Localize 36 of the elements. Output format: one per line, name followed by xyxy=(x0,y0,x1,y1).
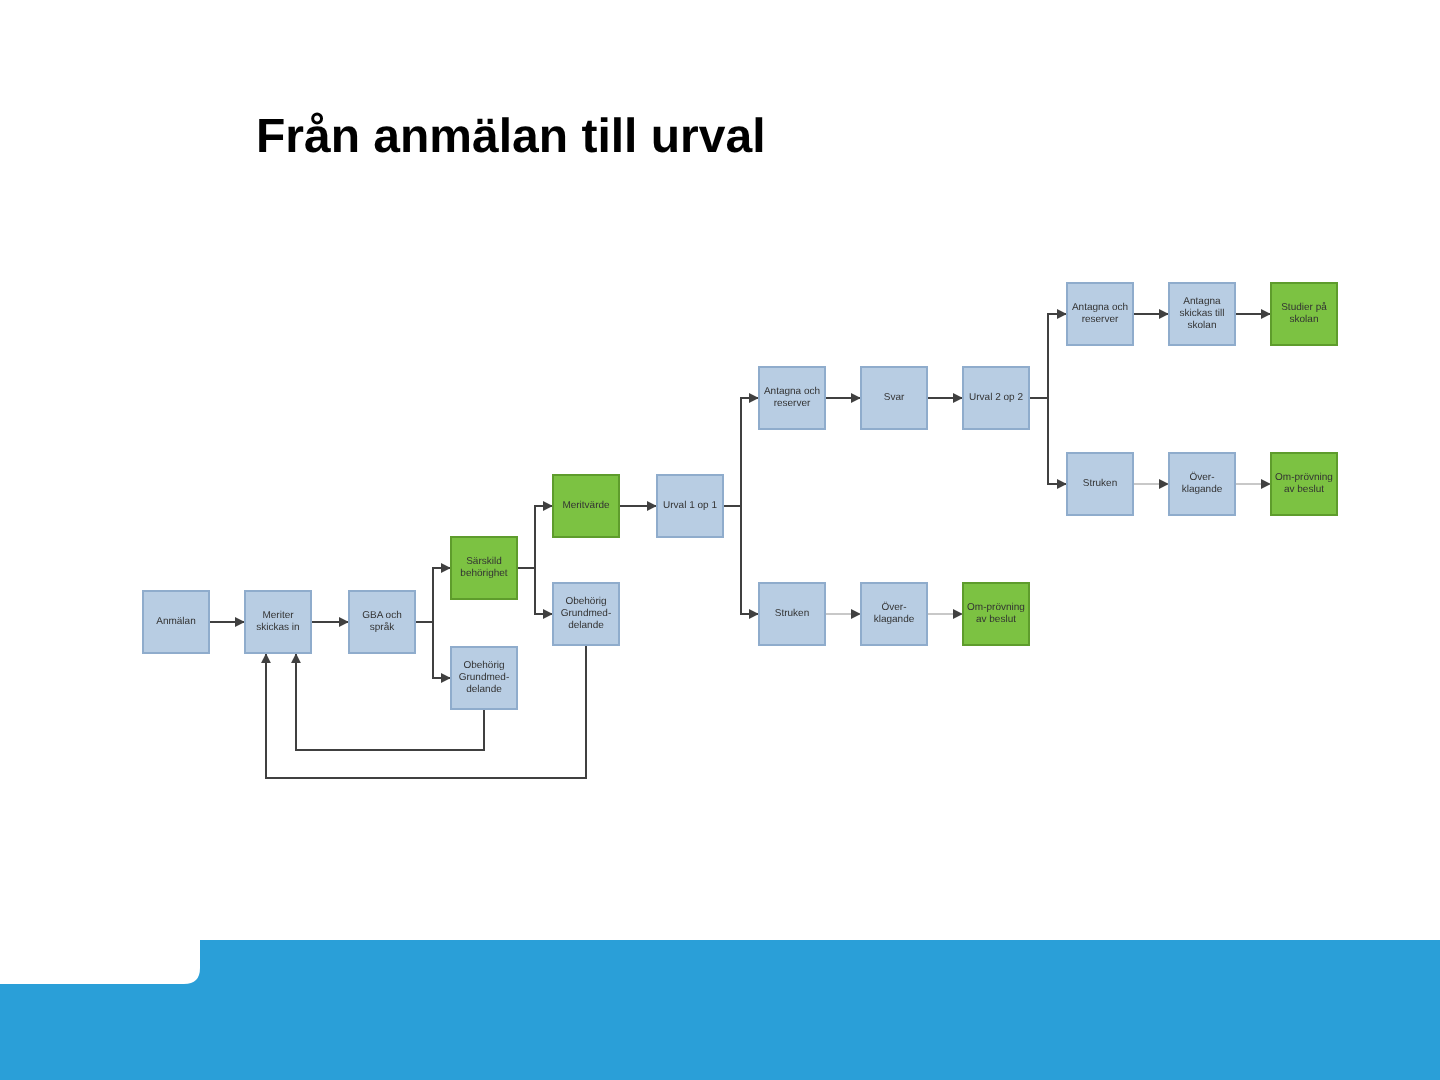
arrow xyxy=(1235,479,1271,489)
arrow xyxy=(311,617,349,627)
process-box xyxy=(1066,452,1134,516)
process-box xyxy=(860,582,928,646)
arrow xyxy=(1133,479,1169,489)
process-box xyxy=(962,366,1030,430)
arrow xyxy=(825,393,861,403)
arrow xyxy=(291,653,485,751)
process-box xyxy=(656,474,724,538)
process-box xyxy=(450,646,518,710)
arrow xyxy=(927,609,963,619)
process-box xyxy=(1168,452,1236,516)
arrow xyxy=(261,645,587,779)
arrow xyxy=(415,621,451,683)
process-box xyxy=(758,366,826,430)
process-box xyxy=(758,582,826,646)
result-box xyxy=(962,582,1030,646)
result-box xyxy=(1270,452,1338,516)
title: Från anmälan till urval xyxy=(256,110,766,166)
process-box xyxy=(348,590,416,654)
arrow xyxy=(209,617,245,627)
process-box xyxy=(860,366,928,430)
process-box xyxy=(1168,282,1236,346)
arrow xyxy=(1029,397,1067,489)
arrow xyxy=(927,393,963,403)
process-box xyxy=(1066,282,1134,346)
arrow xyxy=(825,609,861,619)
process-box xyxy=(142,590,210,654)
arrow xyxy=(619,501,657,511)
process-box xyxy=(244,590,312,654)
arrow xyxy=(1235,309,1271,319)
result-box xyxy=(1270,282,1338,346)
process-box xyxy=(552,582,620,646)
arrow xyxy=(1133,309,1169,319)
result-box xyxy=(450,536,518,600)
result-box xyxy=(552,474,620,538)
